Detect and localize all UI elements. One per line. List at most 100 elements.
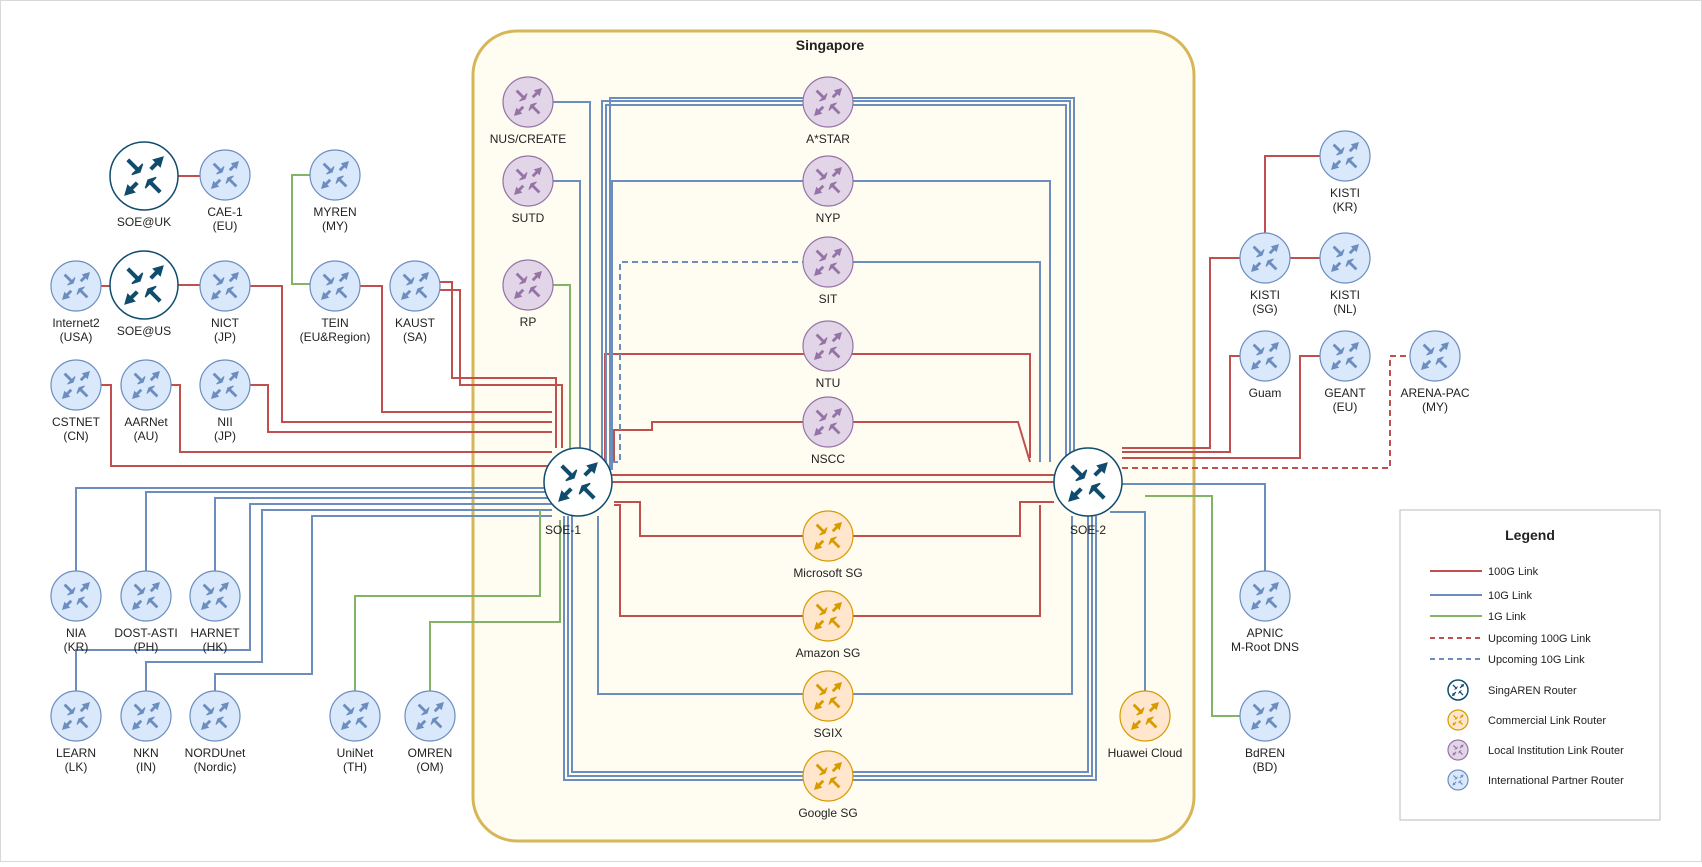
router-label: (JP) [214,429,236,443]
router-label: Huawei Cloud [1108,746,1183,760]
router-kisti-sg[interactable]: KISTI(SG) [1239,232,1291,316]
router-microsoft[interactable]: Microsoft SG [793,510,863,580]
router-label: (EU) [213,219,238,233]
router-icon [1239,570,1291,622]
router-label: Internet2 [52,316,100,330]
router-icon [404,690,456,742]
router-icon [1239,330,1291,382]
link-20 [614,504,1041,617]
link-34 [75,487,552,572]
router-geant[interactable]: GEANT(EU) [1319,330,1371,414]
router-label: (AU) [134,429,159,443]
router-dost[interactable]: DOST-ASTI(PH) [114,570,178,654]
router-sutd[interactable]: SUTD [502,155,554,225]
router-label: (KR) [1333,200,1358,214]
legend-singaren-icon [1447,679,1469,701]
router-icon [802,670,854,722]
router-icon [189,690,241,742]
router-label: RP [520,315,537,329]
router-omren[interactable]: OMREN(OM) [404,690,456,774]
router-bdren[interactable]: BdREN(BD) [1239,690,1291,774]
router-kisti-nl[interactable]: KISTI(NL) [1319,232,1371,316]
router-icon [1239,232,1291,284]
router-tein[interactable]: TEIN(EU&Region) [300,260,371,344]
router-ntu[interactable]: NTU [802,320,854,390]
router-kisti-kr[interactable]: KISTI(KR) [1319,130,1371,214]
router-label: (IN) [136,760,156,774]
router-cae1[interactable]: CAE-1(EU) [199,149,251,233]
router-kaust[interactable]: KAUST(SA) [389,260,441,344]
router-soe1[interactable]: SOE-1 [543,447,613,537]
router-internet2[interactable]: Internet2(USA) [50,260,102,344]
router-sit[interactable]: SIT [802,236,854,306]
router-label: (PH) [134,640,159,654]
router-sgix[interactable]: SGIX [802,670,854,740]
router-label: (JP) [214,330,236,344]
router-label: A*STAR [806,132,850,146]
router-label: Amazon SG [796,646,861,660]
router-guam[interactable]: Guam [1239,330,1291,400]
router-nkn[interactable]: NKN(IN) [120,690,172,774]
router-icon [502,155,554,207]
router-icon [1119,690,1171,742]
router-label: KAUST [395,316,436,330]
link-41 [429,520,561,692]
router-label: UniNet [337,746,374,760]
legend-label-upcoming-10g: Upcoming 10G Link [1488,654,1585,666]
router-label: (HK) [203,640,228,654]
router-harnet[interactable]: HARNET(HK) [189,570,241,654]
link-8 [250,384,552,433]
legend-label-singaren: SingAREN Router [1488,685,1577,697]
router-huawei[interactable]: Huawei Cloud [1108,690,1183,760]
router-nus[interactable]: NUS/CREATE [490,76,566,146]
router-icon [802,510,854,562]
router-icon [1409,330,1461,382]
router-label: (OM) [416,760,443,774]
router-soe-uk[interactable]: SOE@UK [109,141,179,229]
link-46 [1122,483,1266,572]
router-uninet[interactable]: UniNet(TH) [329,690,381,774]
router-icon [502,259,554,311]
router-label: (EU&Region) [300,330,371,344]
router-label: HARNET [190,626,240,640]
router-icon [120,690,172,742]
router-nict[interactable]: NICT(JP) [199,260,251,344]
link-11 [360,285,552,413]
router-rp[interactable]: RP [502,259,554,329]
router-nyp[interactable]: NYP [802,155,854,225]
router-label: SIT [819,292,838,306]
router-icon [802,76,854,128]
router-amazon[interactable]: Amazon SG [796,590,861,660]
router-nscc[interactable]: NSCC [802,396,854,466]
router-label: NTU [816,376,841,390]
router-label: GEANT [1324,386,1366,400]
router-astar[interactable]: A*STAR [802,76,854,146]
router-aarnet[interactable]: AARNet(AU) [120,359,172,443]
router-label: AARNet [124,415,168,429]
router-icon [1053,447,1123,517]
router-learn[interactable]: LEARN(LK) [50,690,102,774]
legend-label-international: International Partner Router [1488,775,1624,787]
router-icon [50,690,102,742]
router-nordunet[interactable]: NORDUnet(Nordic) [185,690,246,774]
router-myren[interactable]: MYREN(MY) [309,149,361,233]
router-label: SUTD [512,211,545,225]
router-label: NIA [66,626,86,640]
router-google[interactable]: Google SG [798,750,858,820]
router-nii[interactable]: NII(JP) [199,359,251,443]
router-icon [199,359,251,411]
link-32 [853,261,1041,462]
router-icon [50,359,102,411]
link-25 [552,101,591,462]
router-icon [1319,232,1371,284]
router-cstnet[interactable]: CSTNET(CN) [50,359,102,443]
link-23 [1122,355,1320,459]
router-nia[interactable]: NIA(KR) [50,570,102,654]
router-label: (TH) [343,760,367,774]
router-arena[interactable]: ARENA-PAC(MY) [1400,330,1470,414]
router-soe2[interactable]: SOE-2 [1053,447,1123,537]
legend-international-icon [1447,769,1469,791]
router-soe-us[interactable]: SOE@US [109,250,179,338]
router-label: NICT [211,316,240,330]
